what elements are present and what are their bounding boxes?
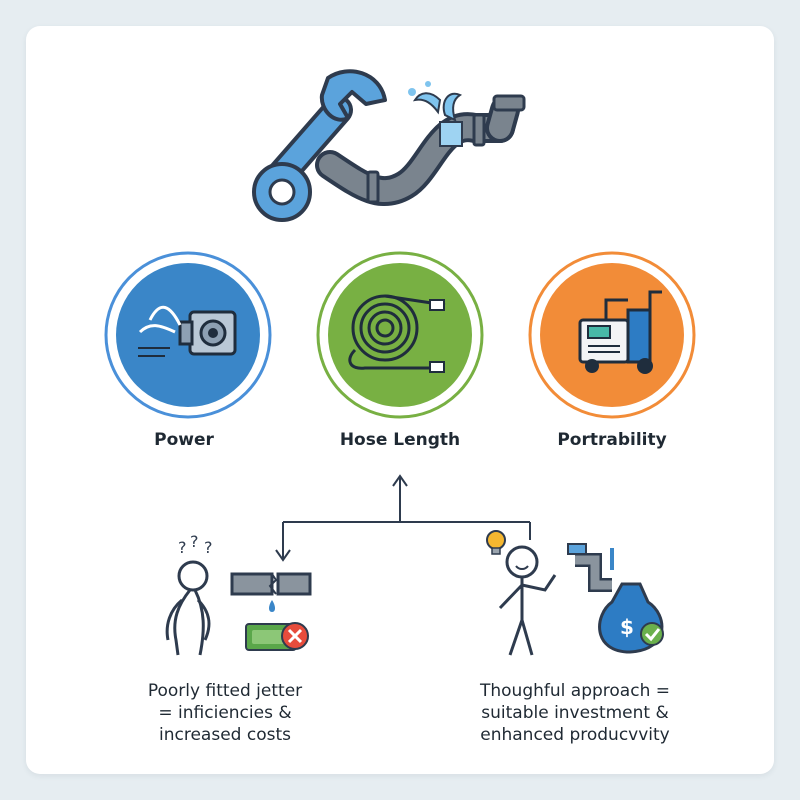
factor-label-power: Power <box>154 430 214 450</box>
factor-label-hose-length: Hose Length <box>339 430 461 450</box>
fixed-pipe-icon <box>567 543 614 592</box>
hose-length-factor-circle <box>316 251 484 419</box>
power-factor-circle <box>104 251 272 419</box>
right-outcome-line-3: enhanced producvvity <box>480 725 670 745</box>
connector-arrows <box>275 474 531 562</box>
right-outcome-line-1: Thoughful approach = <box>480 681 670 701</box>
lightbulb-icon <box>486 530 506 555</box>
pump-gear-icon <box>138 306 237 357</box>
water-splash-icon <box>408 81 463 147</box>
money-bag-check-icon: $ <box>598 582 664 654</box>
money-red-x-icon <box>245 622 309 651</box>
left-outcome-line-3: increased costs <box>159 725 291 745</box>
happy-person-icon <box>498 545 557 656</box>
confused-person-icon: ? ? ? <box>165 532 213 656</box>
factor-label-portability: Portrability <box>557 430 667 450</box>
right-outcome-caption: Thoughful approach = suitable investment… <box>450 680 700 746</box>
portability-factor-circle <box>528 251 696 419</box>
svg-text:?: ? <box>204 538 213 557</box>
right-outcome-line-2: suitable investment & <box>481 703 669 723</box>
broken-pipe-icon <box>230 572 312 612</box>
svg-text:?: ? <box>190 532 199 551</box>
svg-text:?: ? <box>178 538 187 557</box>
pipe-icon <box>315 94 526 207</box>
wrench-icon <box>252 69 387 222</box>
left-outcome-caption: Poorly fitted jetter = inficiencies & in… <box>110 680 340 746</box>
hose-reel-icon <box>348 294 446 373</box>
svg-text:$: $ <box>620 615 634 639</box>
jetter-cart-icon <box>578 290 662 374</box>
left-outcome-line-2: = inficiencies & <box>158 703 292 723</box>
left-outcome-line-1: Poorly fitted jetter <box>147 681 303 701</box>
